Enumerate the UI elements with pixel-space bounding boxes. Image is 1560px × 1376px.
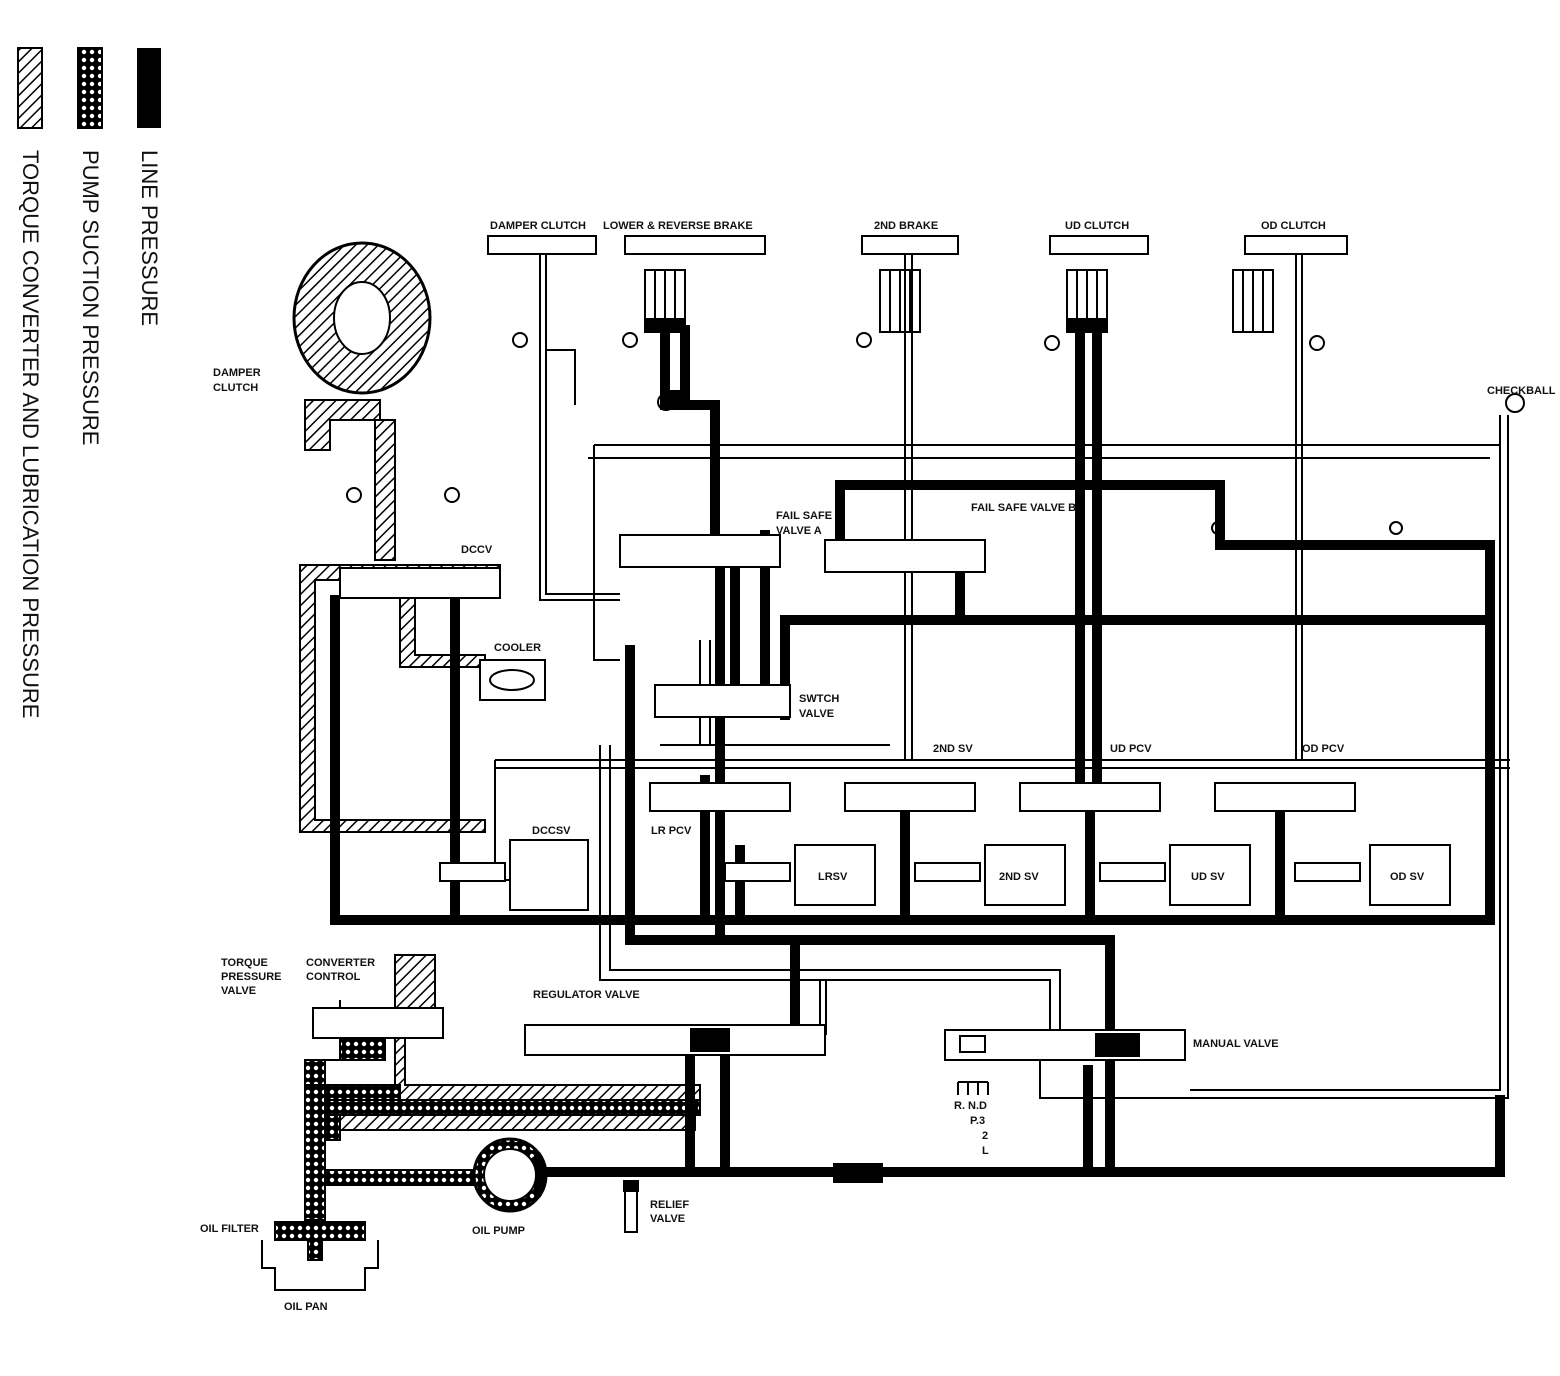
lrsv-plunger	[724, 862, 791, 882]
od-clutch-box	[1244, 235, 1348, 255]
legend-torque-converter-swatch	[17, 47, 43, 129]
label-lower-reverse-brake: LOWER & REVERSE BRAKE	[603, 220, 753, 232]
second-brake-box	[861, 235, 959, 255]
label-ud-pcv: UD PCV	[1110, 743, 1152, 755]
oil-pan	[261, 1240, 379, 1291]
label-damper-clutch-2: CLUTCH	[213, 382, 258, 394]
label-od-clutch: OD CLUTCH	[1261, 220, 1326, 232]
label-oil-pan: OIL PAN	[284, 1301, 328, 1313]
label-fail-safe-a-2: VALVE A	[776, 525, 822, 537]
converter-control-valve	[312, 1007, 444, 1039]
pump-suction-circuit	[274, 1039, 701, 1261]
regulator-valve	[524, 1024, 826, 1056]
legend-torque-converter-label: TORQUE CONVERTER AND LUBRICATION PRESSUR…	[18, 150, 43, 718]
label-oil-pump: OIL PUMP	[472, 1225, 525, 1237]
label-torque-pressure-2: PRESSURE	[221, 971, 282, 983]
lr-pcv-valve	[649, 782, 791, 812]
lower-reverse-brake-box	[624, 235, 766, 255]
label-fail-safe-a-1: FAIL SAFE	[776, 510, 832, 522]
legend-pump-suction-swatch	[77, 47, 103, 129]
oil-filter	[274, 1221, 366, 1241]
fail-safe-valve-a	[619, 534, 781, 568]
legend: LINE PRESSURE PUMP SUCTION PRESSURE TORQ…	[17, 47, 162, 718]
second-sv-solenoid	[984, 844, 1066, 906]
label-fail-safe-b: FAIL SAFE VALVE B	[971, 502, 1076, 514]
label-manual-valve: MANUAL VALVE	[1193, 1038, 1279, 1050]
fail-safe-valve-b	[824, 539, 986, 573]
dccv-valve	[339, 567, 501, 599]
label-switch-valve-2: VALVE	[799, 708, 834, 720]
lrsv-solenoid	[794, 844, 876, 906]
ud-pcv-valve	[1019, 782, 1161, 812]
label-dccsv: DCCSV	[532, 825, 571, 837]
switch-valve	[654, 684, 791, 718]
label-lr-pcv: LR PCV	[651, 825, 692, 837]
od-sv-solenoid	[1369, 844, 1451, 906]
ud-sv-plunger	[1099, 862, 1166, 882]
label-lrsv: LRSV	[818, 871, 848, 883]
label-converter-control-2: CONTROL	[306, 971, 361, 983]
od-pcv-valve	[1214, 782, 1356, 812]
valves	[312, 534, 1451, 1095]
ud-clutch-box	[1049, 235, 1149, 255]
label-ud-clutch: UD CLUTCH	[1065, 220, 1129, 232]
label-gear-3: 2	[982, 1130, 988, 1142]
checkball-right	[1505, 393, 1525, 413]
damper-clutch-box	[487, 235, 597, 255]
label-checkball: CHECKBALL	[1487, 385, 1556, 397]
label-damper-clutch-top: DAMPER CLUTCH	[490, 220, 586, 232]
label-second-sv-top: 2ND SV	[933, 743, 973, 755]
second-pcv-valve	[844, 782, 976, 812]
dccsv-solenoid	[509, 839, 589, 911]
label-relief-2: VALVE	[650, 1213, 685, 1225]
label-second-sv: 2ND SV	[999, 871, 1039, 883]
label-oil-filter: OIL FILTER	[200, 1223, 259, 1235]
second-sv-plunger	[914, 862, 981, 882]
label-od-sv: OD SV	[1390, 871, 1425, 883]
clutch-boxes	[487, 235, 1348, 255]
label-relief-1: RELIEF	[650, 1199, 689, 1211]
diagram-labels: DAMPER CLUTCH LOWER & REVERSE BRAKE 2ND …	[200, 220, 1556, 1313]
label-converter-control-1: CONVERTER	[306, 957, 375, 969]
dccsv-plunger	[439, 862, 506, 882]
label-damper-clutch-1: DAMPER	[213, 367, 261, 379]
label-switch-valve-1: SWTCH	[799, 693, 839, 705]
label-regulator-valve: REGULATOR VALVE	[533, 989, 640, 1001]
label-gear-1: R. N.D	[954, 1100, 987, 1112]
label-ud-sv: UD SV	[1191, 871, 1225, 883]
label-dccv: DCCV	[461, 544, 493, 556]
label-torque-pressure-3: VALVE	[221, 985, 256, 997]
accumulators	[644, 269, 1274, 333]
legend-pump-suction-label: PUMP SUCTION PRESSURE	[78, 150, 103, 445]
pump-assembly	[261, 1137, 639, 1291]
label-second-brake: 2ND BRAKE	[874, 220, 938, 232]
label-od-pcv: OD PCV	[1302, 743, 1345, 755]
label-torque-pressure-1: TORQUE	[221, 957, 268, 969]
torque-converter-circuit	[292, 241, 701, 1131]
label-cooler: COOLER	[494, 642, 541, 654]
label-gear-2: P.3	[970, 1115, 985, 1127]
legend-line-pressure-label: LINE PRESSURE	[137, 150, 162, 326]
check-balls	[346, 332, 1525, 535]
legend-line-pressure-swatch	[137, 48, 161, 128]
label-gear-4: L	[982, 1145, 989, 1157]
od-sv-plunger	[1294, 862, 1361, 882]
ud-sv-solenoid	[1169, 844, 1251, 906]
